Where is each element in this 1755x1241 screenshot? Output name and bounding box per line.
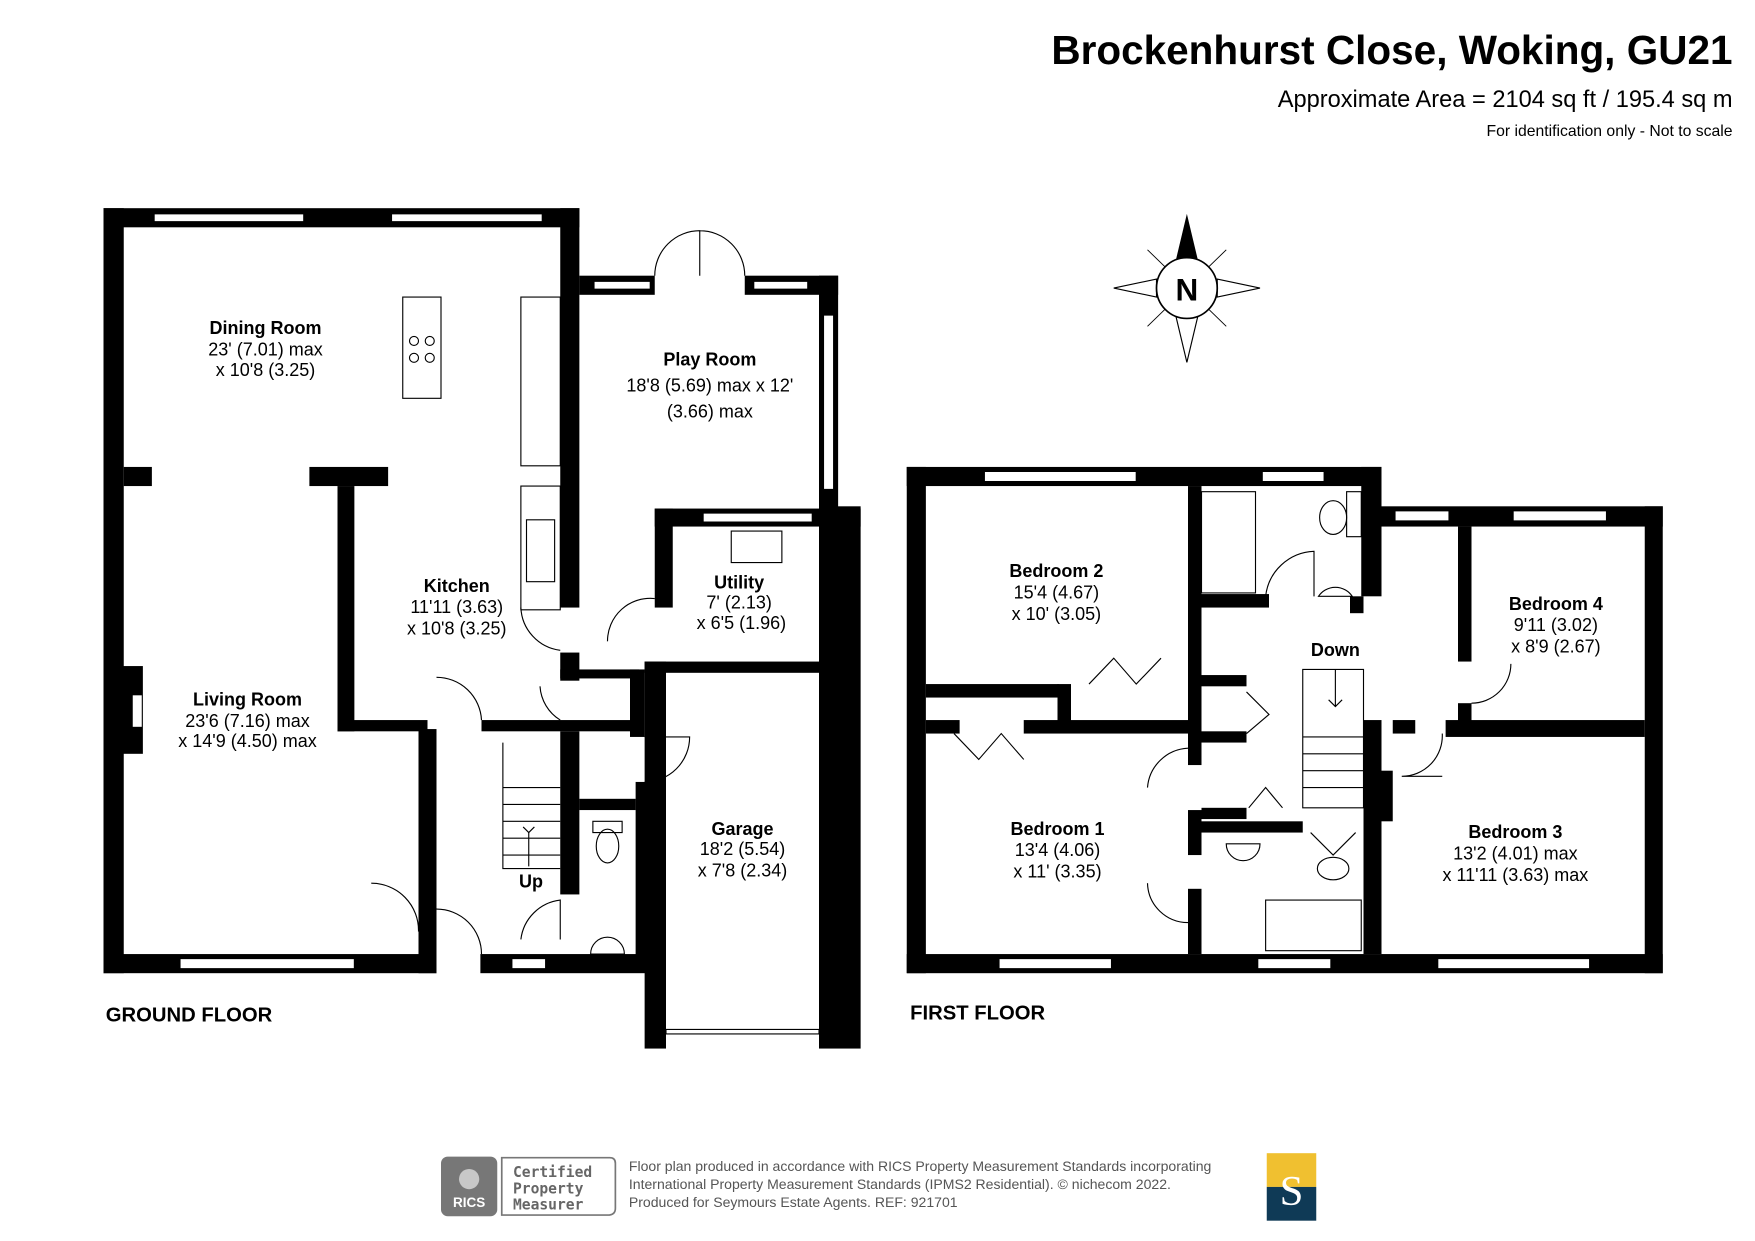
- ground-floor-label: GROUND FLOOR: [106, 1005, 273, 1027]
- svg-text:x 14'9 (4.50) max: x 14'9 (4.50) max: [178, 731, 317, 751]
- room-kitchen: Kitchen 11'11 (3.63) x 10'8 (3.25): [407, 576, 507, 639]
- svg-text:x 10' (3.05): x 10' (3.05): [1012, 604, 1101, 624]
- svg-text:Bedroom 1: Bedroom 1: [1010, 819, 1104, 839]
- room-living-room: Living Room 23'6 (7.16) max x 14'9 (4.50…: [178, 689, 317, 751]
- room-bedroom-1: Bedroom 1 13'4 (4.06) x 11' (3.35): [1010, 819, 1104, 882]
- approximate-area: Approximate Area = 2104 sq ft / 195.4 sq…: [1278, 87, 1733, 113]
- svg-text:18'8 (5.69) max x 12': 18'8 (5.69) max x 12': [626, 376, 793, 396]
- footer-notes: Floor plan produced in accordance with R…: [629, 1158, 1211, 1210]
- disclaimer: For identification only - Not to scale: [1487, 123, 1733, 140]
- svg-text:Bedroom 4: Bedroom 4: [1509, 594, 1603, 614]
- svg-text:x 11'11 (3.63) max: x 11'11 (3.63) max: [1442, 865, 1588, 885]
- stairs-up-label: Up: [519, 872, 543, 892]
- svg-text:(3.66) max: (3.66) max: [667, 401, 753, 421]
- rics-badge: RICS Certified Property Measurer: [441, 1156, 617, 1217]
- svg-text:Certified: Certified: [513, 1164, 592, 1181]
- room-utility: Utility 7' (2.13) x 6'5 (1.96): [697, 572, 786, 633]
- svg-text:Bedroom 3: Bedroom 3: [1468, 822, 1562, 842]
- svg-text:11'11 (3.63): 11'11 (3.63): [410, 597, 503, 617]
- svg-text:x 8'9 (2.67): x 8'9 (2.67): [1511, 637, 1600, 657]
- svg-text:15'4 (4.67): 15'4 (4.67): [1014, 583, 1100, 603]
- svg-text:x 11' (3.35): x 11' (3.35): [1013, 862, 1101, 882]
- seymours-logo: S: [1266, 1153, 1317, 1221]
- svg-text:13'4 (4.06): 13'4 (4.06): [1015, 840, 1101, 860]
- svg-text:Produced for Seymours Estate A: Produced for Seymours Estate Agents. REF…: [629, 1194, 958, 1210]
- svg-text:Property: Property: [513, 1181, 584, 1198]
- room-play-room: Play Room 18'8 (5.69) max x 12' (3.66) m…: [626, 350, 793, 422]
- compass-icon: N: [1113, 213, 1261, 363]
- svg-text:x 6'5 (1.96): x 6'5 (1.96): [697, 613, 786, 633]
- svg-text:Floor plan produced in accorda: Floor plan produced in accordance with R…: [629, 1158, 1211, 1174]
- svg-text:23' (7.01) max: 23' (7.01) max: [208, 340, 323, 360]
- svg-text:Garage: Garage: [711, 819, 773, 839]
- svg-text:Dining Room: Dining Room: [210, 318, 322, 338]
- svg-text:7' (2.13): 7' (2.13): [706, 593, 771, 613]
- ground-floor-walls: [103, 208, 861, 1049]
- svg-text:Measurer: Measurer: [513, 1196, 584, 1213]
- svg-text:Living Room: Living Room: [193, 689, 302, 709]
- svg-text:Bedroom 2: Bedroom 2: [1009, 561, 1103, 581]
- first-floor-walls: [906, 466, 1663, 974]
- room-garage: Garage 18'2 (5.54) x 7'8 (2.34): [698, 819, 787, 881]
- svg-text:9'11 (3.02): 9'11 (3.02): [1514, 615, 1598, 635]
- property-title: Brockenhurst Close, Woking, GU21: [1051, 27, 1732, 73]
- svg-text:Utility: Utility: [714, 572, 764, 592]
- first-floor-label: FIRST FLOOR: [910, 1002, 1045, 1024]
- svg-text:International Property Measure: International Property Measurement Stand…: [629, 1176, 1171, 1192]
- svg-text:18'2 (5.54): 18'2 (5.54): [700, 839, 786, 859]
- stairs-down-label: Down: [1311, 640, 1360, 660]
- room-dining-room: Dining Room 23' (7.01) max x 10'8 (3.25): [208, 318, 323, 380]
- room-bedroom-2: Bedroom 2 15'4 (4.67) x 10' (3.05): [1009, 561, 1103, 624]
- svg-text:x 7'8 (2.34): x 7'8 (2.34): [698, 860, 787, 880]
- svg-text:13'2 (4.01) max: 13'2 (4.01) max: [1453, 844, 1577, 864]
- svg-text:23'6 (7.16) max: 23'6 (7.16) max: [185, 711, 310, 731]
- svg-text:Play Room: Play Room: [663, 350, 756, 370]
- compass-north-label: N: [1176, 271, 1199, 307]
- svg-text:x 10'8 (3.25): x 10'8 (3.25): [216, 360, 315, 380]
- room-bedroom-3: Bedroom 3 13'2 (4.01) max x 11'11 (3.63)…: [1442, 822, 1588, 885]
- room-bedroom-4: Bedroom 4 9'11 (3.02) x 8'9 (2.67): [1509, 594, 1603, 657]
- svg-text:x 10'8 (3.25): x 10'8 (3.25): [407, 619, 507, 639]
- svg-text:Kitchen: Kitchen: [424, 576, 490, 596]
- rics-logo-text: RICS: [453, 1195, 485, 1210]
- svg-text:S: S: [1280, 1168, 1304, 1215]
